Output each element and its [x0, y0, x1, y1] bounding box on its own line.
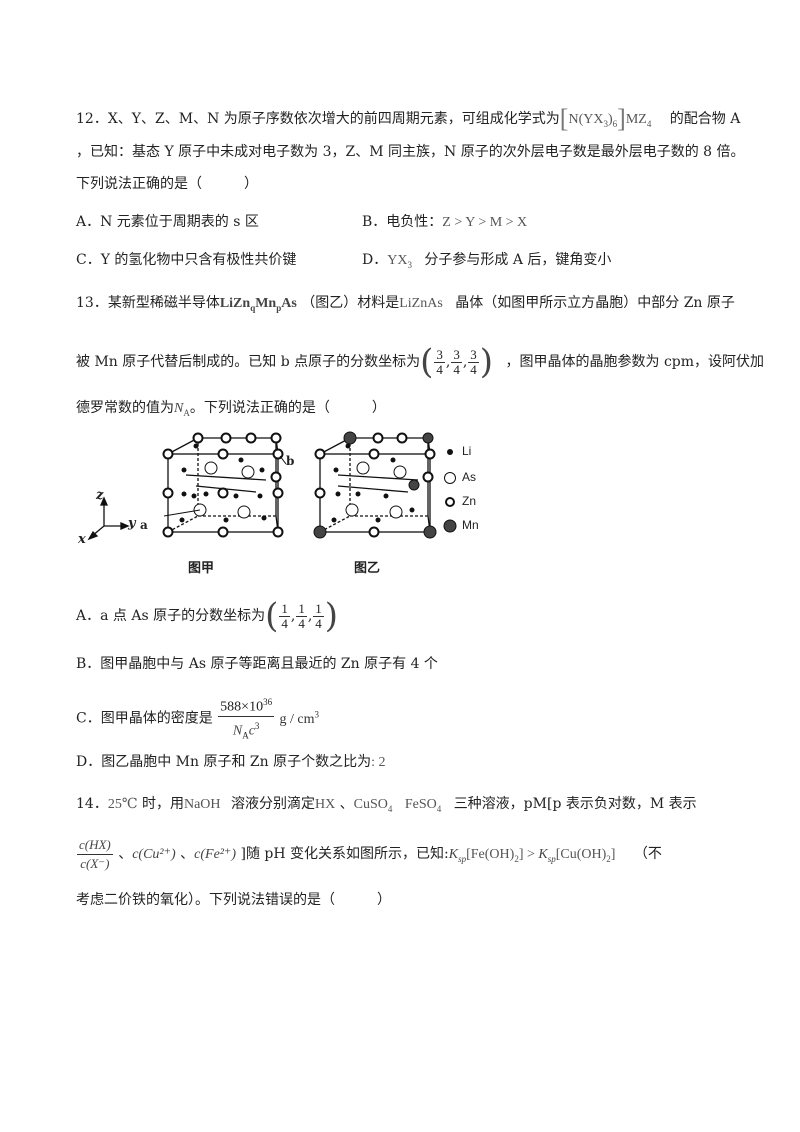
caption-right: 图乙 — [354, 561, 381, 576]
q14-line2: c(HX)c(X⁻) 、c(Cu²⁺) 、c(Fe²⁺) ]随 pH 变化关系如… — [77, 836, 662, 871]
axis-z: z — [96, 488, 104, 503]
legend-li: Li — [462, 444, 472, 458]
legend-zn: Zn — [462, 494, 477, 508]
caption-left: 图甲 — [188, 561, 215, 576]
q12-option-c: C．Y 的氢化物中只含有极性共价键 — [76, 252, 297, 268]
q12-option-b: B．电负性：Z > Y > M > X — [362, 214, 528, 230]
legend-mn: Mn — [462, 518, 479, 532]
q13-option-b: B．图甲晶胞中与 As 原子等距离且最近的 Zn 原子有 4 个 — [76, 656, 438, 672]
label-b: b — [286, 454, 295, 468]
crystal-figure: a b z y x 图甲 图乙 Li As Zn Mn — [76, 430, 516, 580]
axis-x: x — [78, 532, 86, 547]
q12-formula: [N(YX3)6]MZ4 — [559, 104, 652, 133]
label-a: a — [140, 518, 148, 532]
q12-line1: 12．X、Y、Z、M、N 为原子序数依次增大的前四周期元素，可组成化学式为[N(… — [76, 104, 741, 134]
q13-line3: 德罗常数的值为NA。下列说法正确的是（ ） — [76, 400, 386, 418]
q12-stem-text: 12．X、Y、Z、M、N 为原子序数依次增大的前四周期元素，可组成化学式为 — [76, 111, 560, 127]
q12-stem-text-end: 的配合物 A — [669, 111, 741, 127]
axis-y: y — [128, 516, 136, 531]
q14-line1: 14．25℃ 时，用NaOH 溶液分别滴定HX 、CuSO4 FeSO4 三种溶… — [76, 796, 697, 814]
legend-as: As — [462, 470, 477, 484]
q12-line3: 下列说法正确的是（ ） — [76, 176, 258, 192]
q12-option-a: A．N 元素位于周期表的 s 区 — [76, 214, 259, 230]
q14-line3: 考虑二价铁的氧化）。下列说法错误的是（ ） — [76, 892, 391, 908]
q13-line1: 13．某新型稀磁半导体LiZnqMnpAs （图乙）材料是LiZnAs 晶体（如… — [76, 295, 735, 313]
q12-option-d: D．YX3 分子参与形成 A 后，键角变小 — [362, 252, 612, 270]
q12-line2: ，已知：基态 Y 原子中未成对电子数为 3，Z、M 同主族，N 原子的次外层电子… — [76, 144, 745, 160]
q13-option-d: D．图乙晶胞中 Mn 原子和 Zn 原子个数之比为: 2 — [76, 754, 386, 770]
crystal-cell-diagram — [87, 431, 457, 541]
